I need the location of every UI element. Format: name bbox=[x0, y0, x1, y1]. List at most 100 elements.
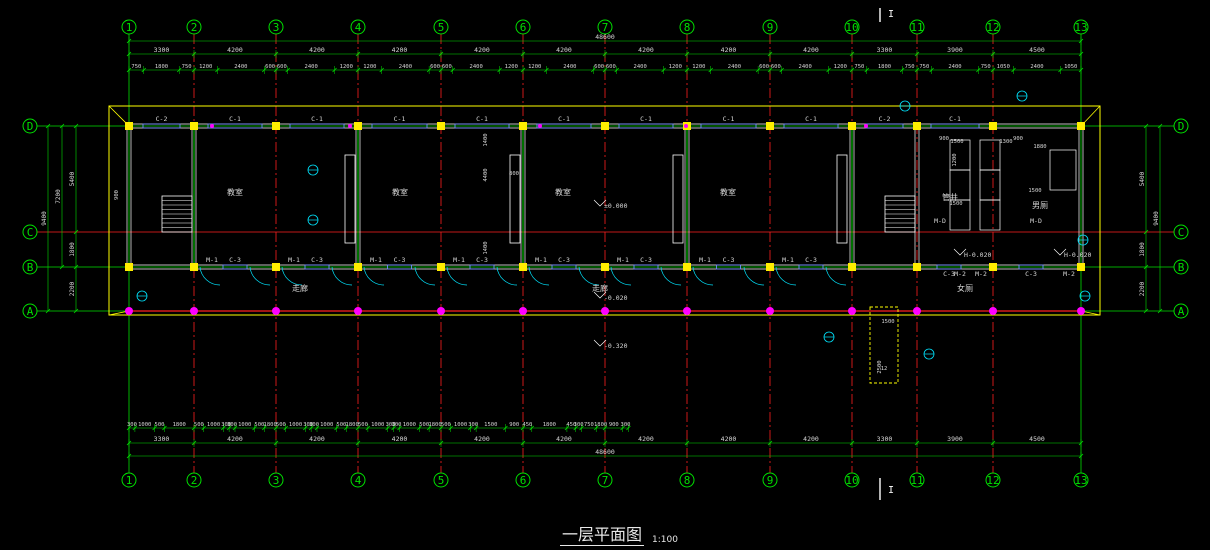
corridor-column bbox=[1077, 307, 1085, 315]
door-swing bbox=[660, 266, 682, 286]
column bbox=[601, 122, 609, 130]
interior-dim-label: 900 bbox=[114, 190, 120, 200]
bottom-sub-dim-label: 300 bbox=[386, 422, 396, 428]
window bbox=[142, 123, 181, 129]
interior-dim-label: 4400 bbox=[483, 168, 489, 181]
top-sub-dim-label: 750 bbox=[905, 64, 915, 70]
axis-bubble-right-circle bbox=[1173, 303, 1189, 319]
bottom-bay-dim-label: 4200 bbox=[556, 435, 572, 443]
room-label: 走廊 bbox=[292, 283, 308, 293]
bottom-sub-dim-label: 500 bbox=[254, 422, 264, 428]
column bbox=[766, 122, 774, 130]
axis-bubble-top-label: 6 bbox=[520, 21, 527, 34]
right-total-dim-tick bbox=[1157, 308, 1163, 314]
bottom-sub-dim-label: 500 bbox=[336, 422, 346, 428]
axis-bubble-bottom-label: 13 bbox=[1074, 474, 1087, 487]
left-sub-dim-tick bbox=[73, 308, 79, 314]
column bbox=[1077, 122, 1085, 130]
door-label: M-1 bbox=[370, 256, 382, 264]
window-label: C-3 bbox=[229, 256, 241, 264]
window-label: C-3 bbox=[558, 256, 570, 264]
column bbox=[125, 122, 133, 130]
window-label: C-3 bbox=[805, 256, 817, 264]
axis-bubble-bottom-label: 10 bbox=[845, 474, 858, 487]
column bbox=[913, 122, 921, 130]
blackboard bbox=[344, 154, 356, 244]
window-label: C-1 bbox=[805, 115, 817, 123]
bottom-sub-dim-label: 300 bbox=[574, 422, 584, 428]
axis-bubble-bottom-label: 6 bbox=[520, 474, 527, 487]
top-sub-dim-label: 600 bbox=[606, 64, 616, 70]
right-total-dim-label: 9400 bbox=[1153, 211, 1160, 226]
axis-bubble-left-label: A bbox=[27, 305, 34, 318]
bottom-bay-dim-label: 3300 bbox=[877, 435, 893, 443]
blackboard bbox=[672, 154, 684, 244]
elevation-symbol bbox=[593, 199, 607, 207]
bottom-sub-dim-label: 300 bbox=[309, 422, 319, 428]
top-sub-dim-label: 2400 bbox=[305, 64, 318, 70]
top-sub-dim-label: 750 bbox=[131, 64, 141, 70]
door-swing bbox=[331, 266, 353, 286]
column bbox=[190, 263, 198, 271]
axis-bubble-top-label: 3 bbox=[273, 21, 280, 34]
door-label: M-1 bbox=[782, 256, 794, 264]
window bbox=[936, 264, 962, 270]
axis-bubble-top-label: 5 bbox=[438, 21, 445, 34]
door-label: M-2 bbox=[975, 270, 987, 278]
bottom-sub-dim-label: 500 bbox=[419, 422, 429, 428]
axis-bubble-top-label: 1 bbox=[126, 21, 133, 34]
window-label: C-1 bbox=[394, 115, 406, 123]
elevation-label: H-0.020 bbox=[1064, 251, 1091, 259]
axis-bubble-bottom-label: 3 bbox=[273, 474, 280, 487]
entrance-ramp bbox=[869, 306, 899, 384]
axis-bubble-bottom-circle bbox=[515, 472, 531, 488]
top-sub-dim-label: 2400 bbox=[728, 64, 741, 70]
column bbox=[354, 122, 362, 130]
top-bay-dim-label: 4500 bbox=[1029, 46, 1045, 54]
door-swing bbox=[363, 266, 385, 286]
elevation-label: -0.320 bbox=[604, 342, 628, 350]
column bbox=[125, 263, 133, 271]
axis-bubble-top-label: 13 bbox=[1074, 21, 1087, 34]
drawing-scale: 1:100 bbox=[652, 535, 678, 545]
interior-dim-label: 1400 bbox=[483, 241, 489, 254]
axis-bubble-top-label: 9 bbox=[767, 21, 774, 34]
door-label: M-2 bbox=[1063, 270, 1075, 278]
window bbox=[700, 123, 757, 129]
axis-bubble-top-label: 10 bbox=[845, 21, 858, 34]
corridor-column bbox=[519, 307, 527, 315]
top-bay-dim-label: 4200 bbox=[556, 46, 572, 54]
wall-marker bbox=[684, 124, 688, 128]
corridor-column bbox=[437, 307, 445, 315]
axis-bubble-bottom-label: 7 bbox=[602, 474, 609, 487]
drawing-title: 一层平面图 bbox=[560, 525, 645, 546]
interior-dim-label: 1400 bbox=[483, 133, 489, 146]
bottom-bay-dim-label: 4200 bbox=[803, 435, 819, 443]
corridor-column bbox=[848, 307, 856, 315]
bottom-sub-dim-label: 500 bbox=[441, 422, 451, 428]
bottom-sub-dim-label: 500 bbox=[194, 422, 204, 428]
section-mark-label: I bbox=[888, 485, 894, 496]
top-sub-dim-label: 600 bbox=[442, 64, 452, 70]
axis-bubble-top-label: 12 bbox=[986, 21, 999, 34]
window-label: C-1 bbox=[723, 115, 735, 123]
section-mark-label: I bbox=[888, 9, 894, 20]
bottom-sub-dim-label: 1000 bbox=[207, 422, 220, 428]
plan-features bbox=[136, 90, 1091, 384]
room-label: 教室 bbox=[392, 187, 408, 197]
window-label: C-1 bbox=[476, 115, 488, 123]
top-sub-dim-label: 1050 bbox=[1064, 64, 1077, 70]
top-sub-dim-label: 750 bbox=[182, 64, 192, 70]
axis-bubble-top-circle bbox=[909, 19, 925, 35]
right-sub-dim-tick bbox=[1143, 123, 1149, 129]
corridor-column bbox=[272, 307, 280, 315]
room-label: 教室 bbox=[720, 187, 736, 197]
outer-roof-line bbox=[108, 105, 1101, 316]
axis-bubble-bottom-circle bbox=[433, 472, 449, 488]
corridor-column bbox=[913, 307, 921, 315]
window-label: C-1 bbox=[558, 115, 570, 123]
top-sub-dim-label: 2400 bbox=[234, 64, 247, 70]
window bbox=[371, 123, 428, 129]
axis-bubble-right-circle bbox=[1173, 259, 1189, 275]
